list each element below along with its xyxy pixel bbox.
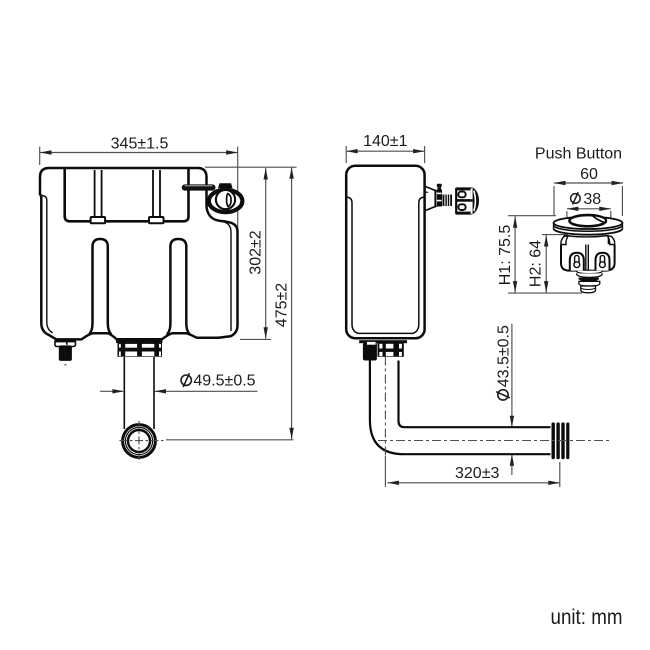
svg-text:320±3: 320±3 [455,465,499,482]
svg-text:38: 38 [583,191,601,208]
svg-text:43.5±0.5: 43.5±0.5 [495,325,512,387]
svg-text:H1: 75.5: H1: 75.5 [497,225,514,286]
svg-text:60: 60 [580,166,598,183]
svg-text:Push Button: Push Button [535,146,622,163]
svg-text:345±1.5: 345±1.5 [111,136,169,153]
svg-text:475±2: 475±2 [274,283,291,327]
svg-text:49.5±0.5: 49.5±0.5 [193,372,255,389]
svg-text:H2: 64: H2: 64 [527,240,544,287]
svg-text:302±2: 302±2 [248,230,265,274]
svg-text:unit: mm: unit: mm [551,605,623,629]
svg-text:140±1: 140±1 [363,133,407,150]
